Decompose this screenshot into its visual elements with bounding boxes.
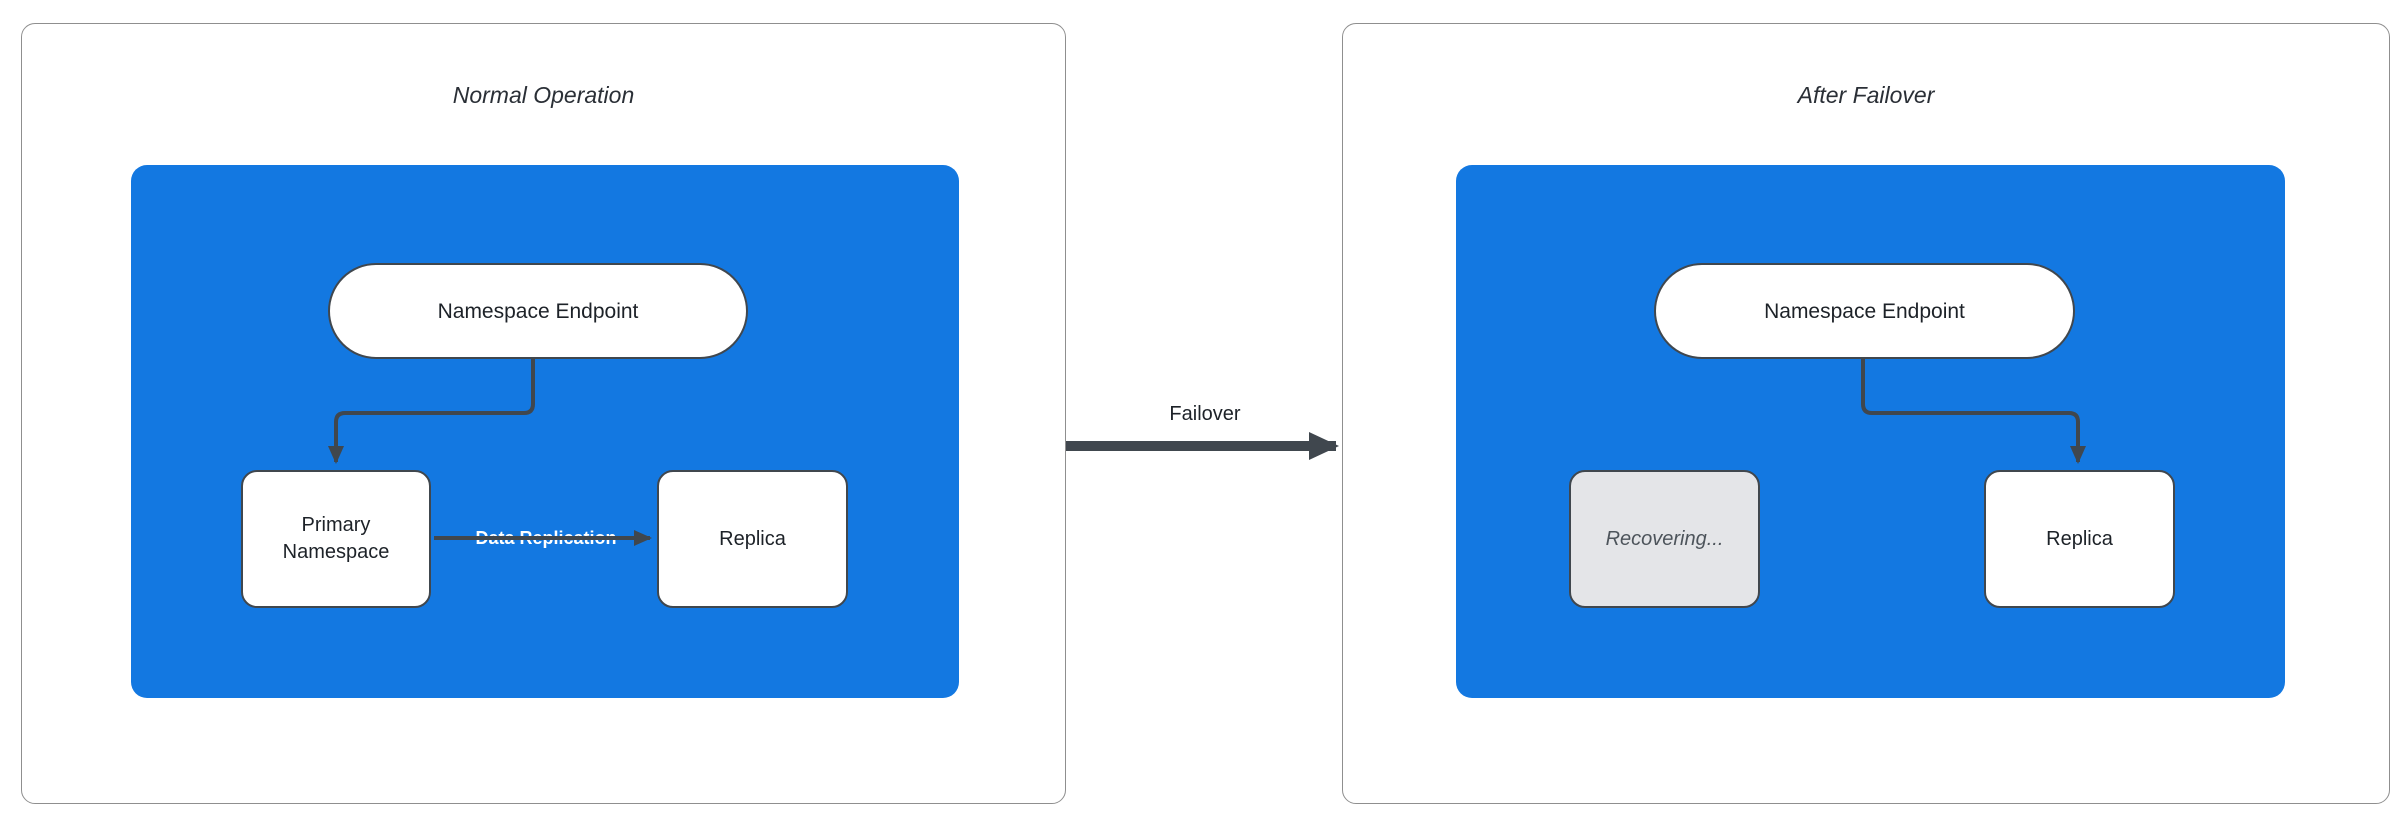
namespace-endpoint-node-left: Namespace Endpoint bbox=[328, 263, 748, 359]
failover-cluster: Namespace Endpoint Recovering... Replica bbox=[1456, 165, 2285, 698]
failover-label: Failover bbox=[1100, 400, 1310, 428]
replica-node-left: Replica bbox=[657, 470, 848, 608]
after-failover-panel: After Failover Namespace Endpoint Recove… bbox=[1342, 23, 2390, 804]
primary-namespace-node: Primary Namespace bbox=[241, 470, 431, 608]
normal-operation-panel: Normal Operation Namespace Endpoint Prim… bbox=[21, 23, 1066, 804]
namespace-endpoint-node-right: Namespace Endpoint bbox=[1654, 263, 2075, 359]
recovering-node: Recovering... bbox=[1569, 470, 1760, 608]
data-replication-label: Data Replication bbox=[425, 524, 667, 552]
panel-title-normal-operation: Normal Operation bbox=[452, 82, 635, 108]
replica-node-right: Replica bbox=[1984, 470, 2175, 608]
normal-cluster: Namespace Endpoint Primary Namespace Rep… bbox=[131, 165, 959, 698]
panel-title-after-failover: After Failover bbox=[1797, 82, 1935, 108]
